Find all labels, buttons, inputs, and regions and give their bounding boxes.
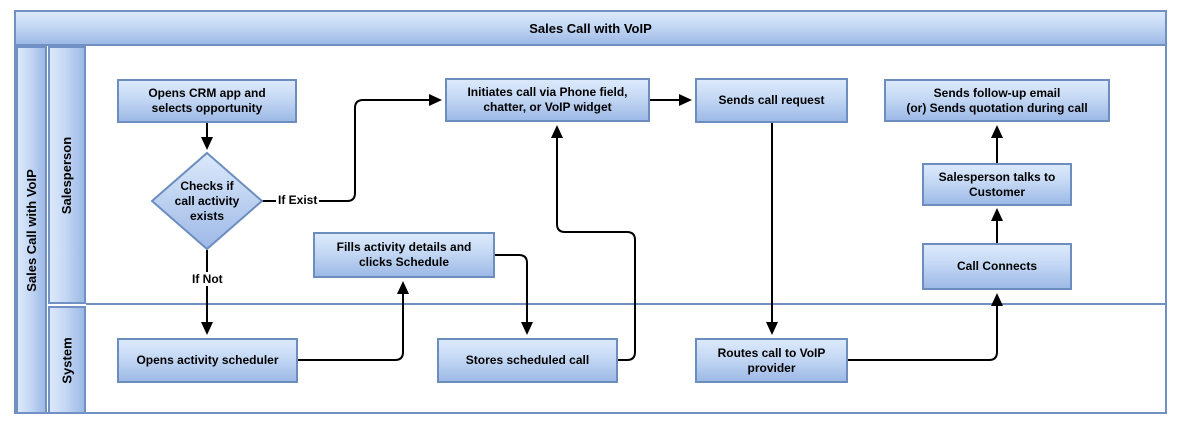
- node-opens-crm-label: Opens CRM app and selects opportunity: [148, 86, 266, 115]
- lane-label-salesperson: Salesperson: [48, 46, 86, 304]
- node-opens-scheduler: Opens activity scheduler: [117, 338, 298, 383]
- edge-label-if-exist: If Exist: [276, 193, 320, 207]
- node-routes-call-label: Routes call to VoIP provider: [717, 345, 826, 375]
- pool-title-bar: Sales Call with VoIP: [14, 10, 1167, 46]
- node-fills-activity: Fills activity details and clicks Schedu…: [313, 232, 495, 278]
- node-checks-activity-label-box: Checks if call activity exists: [152, 165, 262, 237]
- edge-label-if-not: If Not: [190, 272, 225, 286]
- node-sends-followup-label: Sends follow-up email (or) Sends quotati…: [906, 85, 1088, 115]
- lane-label-system: System: [48, 306, 86, 414]
- node-checks-activity-label: Checks if call activity exists: [174, 178, 240, 223]
- node-fills-activity-label: Fills activity details and clicks Schedu…: [336, 240, 472, 269]
- pool-title: Sales Call with VoIP: [529, 20, 652, 36]
- node-call-connects: Call Connects: [922, 243, 1072, 290]
- node-opens-crm: Opens CRM app and selects opportunity: [117, 79, 297, 123]
- lane-salesperson-text: Salesperson: [59, 136, 75, 214]
- node-initiates-call-label: Initiates call via Phone field, chatter,…: [467, 85, 628, 114]
- node-initiates-call: Initiates call via Phone field, chatter,…: [445, 78, 650, 122]
- node-sends-followup: Sends follow-up email (or) Sends quotati…: [884, 79, 1110, 122]
- pool-side-bar: Sales Call with VoIP: [16, 46, 47, 414]
- lane-divider: [86, 303, 1165, 305]
- node-stores-call-label: Stores scheduled call: [465, 353, 590, 367]
- node-salesperson-talks-label: Salesperson talks to Customer: [938, 169, 1056, 199]
- node-salesperson-talks: Salesperson talks to Customer: [922, 163, 1072, 206]
- node-sends-call-request: Sends call request: [695, 78, 848, 123]
- node-call-connects-label: Call Connects: [956, 259, 1037, 273]
- node-routes-call: Routes call to VoIP provider: [695, 338, 848, 383]
- lane-system-text: System: [59, 336, 75, 384]
- pool-side-label: Sales Call with VoIP: [24, 168, 40, 292]
- node-opens-scheduler-label: Opens activity scheduler: [136, 353, 279, 367]
- node-stores-call: Stores scheduled call: [437, 338, 618, 383]
- node-sends-call-request-label: Sends call request: [718, 93, 825, 107]
